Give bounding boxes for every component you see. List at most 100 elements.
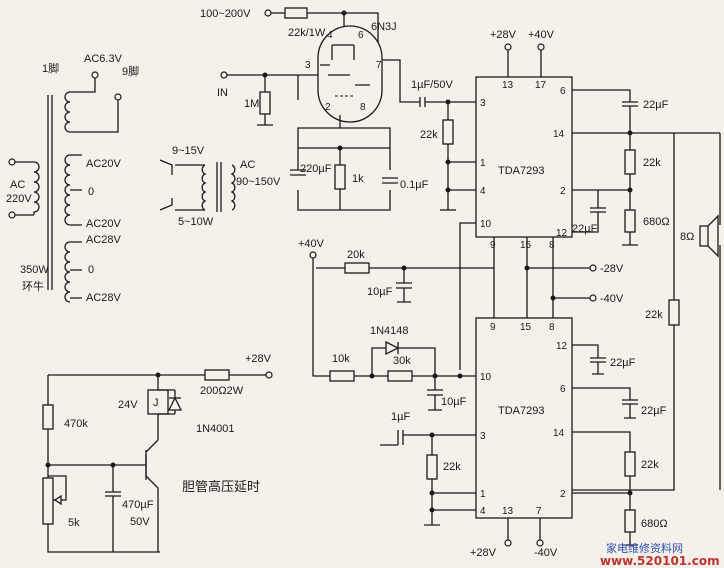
ac20-top-label: AC20V xyxy=(86,158,122,170)
rating-label: 350W xyxy=(20,264,49,276)
mute-r10k-label: 10k xyxy=(332,353,350,365)
svg-text:3: 3 xyxy=(480,431,486,442)
svg-text:13: 13 xyxy=(502,506,514,517)
svg-text:14: 14 xyxy=(553,428,565,439)
tube-stage: 100~200V 22k/1W 6N3J 4 6 3 7 2 8 IN 1M 2… xyxy=(200,7,429,211)
svg-text:8: 8 xyxy=(549,240,555,251)
svg-text:4: 4 xyxy=(480,506,486,517)
small-power-label: 5~10W xyxy=(178,216,214,228)
svg-text:8: 8 xyxy=(360,102,366,113)
mute-r20k-label: 20k xyxy=(347,249,365,261)
delay-r470k-label: 470k xyxy=(64,418,88,430)
amp-top-vplus1: +28V xyxy=(490,29,517,41)
rail-neg28-label: -28V xyxy=(600,263,624,275)
amp-bottom-name: TDA7293 xyxy=(498,405,544,417)
delay-capv-label: 50V xyxy=(130,516,150,528)
mute-diode-label: 1N4148 xyxy=(370,325,409,337)
zero-top-label: 0 xyxy=(88,186,94,198)
watermark: 家电维修资料网 www.520101.com xyxy=(600,541,720,568)
svg-text:10: 10 xyxy=(480,219,492,230)
amp-bottom-rfb-label: 22k xyxy=(641,459,659,471)
svg-text:12: 12 xyxy=(556,228,568,239)
ac28-bot-label: AC28V xyxy=(86,292,122,304)
amp-bottom: TDA7293 9 15 8 12 6 10 3 14 2 1 4 13 xyxy=(380,317,668,559)
delay-caption: 胆管高压延时 xyxy=(182,479,260,494)
svg-text:2: 2 xyxy=(325,102,331,113)
amp-top-vplus2: +40V xyxy=(528,29,555,41)
svg-text:12: 12 xyxy=(556,341,568,352)
delay-rseries-label: 200Ω2W xyxy=(200,385,244,397)
amp-top-c6-label: 22µF xyxy=(643,99,669,111)
small-in-label: 9~15V xyxy=(172,145,205,157)
bridge-resistor-label: 22k xyxy=(645,309,663,321)
amp-top-name: TDA7293 xyxy=(498,165,544,177)
speaker-label: 8Ω xyxy=(680,231,694,243)
amp-bottom-vplus: +28V xyxy=(470,547,497,559)
delay-cap-label: 470µF xyxy=(122,499,154,511)
supply-rails: -28V -40V xyxy=(589,263,624,305)
tube-supply-label: 100~200V xyxy=(200,8,251,20)
svg-text:6: 6 xyxy=(560,384,566,395)
svg-text:6: 6 xyxy=(560,86,566,97)
svg-text:3: 3 xyxy=(305,60,311,71)
svg-text:14: 14 xyxy=(553,129,565,140)
delay-circuit: +28V 200Ω2W J 24V 1N4001 470k 5k 470µF 5… xyxy=(42,353,273,553)
amp-bottom-rgnd-label: 680Ω xyxy=(641,518,668,530)
svg-text:1: 1 xyxy=(480,158,486,169)
amp-top-rin-label: 22k xyxy=(420,129,438,141)
mute-vplus-label: +40V xyxy=(298,238,325,250)
speaker-output: 8Ω 22k xyxy=(572,133,721,491)
amp-bottom-vminus: -40V xyxy=(534,547,558,559)
cathode-cap-label: 220µF xyxy=(300,163,332,175)
mute-c10a-label: 10µF xyxy=(367,286,393,298)
grid-resistor-label: 1M xyxy=(244,98,259,110)
watermark-cn: 家电维修资料网 xyxy=(606,541,683,555)
ac220-label: 220V xyxy=(6,193,32,205)
delay-vplus-label: +28V xyxy=(245,353,272,365)
svg-text:2: 2 xyxy=(560,186,566,197)
watermark-url: www.520101.com xyxy=(600,554,720,568)
amp-top-rfb-label: 22k xyxy=(643,157,661,169)
main-transformer: 1脚 AC6.3V 9脚 AC 220V AC20V 0 AC20V AC28V… xyxy=(6,53,139,304)
svg-text:10: 10 xyxy=(480,372,492,383)
svg-text:9: 9 xyxy=(490,240,496,251)
ac28-top-label: AC28V xyxy=(86,234,122,246)
svg-text:3: 3 xyxy=(480,98,486,109)
toroid-label: 环牛 xyxy=(22,279,44,293)
svg-text:6: 6 xyxy=(358,30,364,41)
amp-bottom-cin-label: 1µF xyxy=(391,411,410,423)
cathode-resistor-label: 1k xyxy=(352,173,364,185)
relay-voltage-label: 24V xyxy=(118,399,138,411)
relay-label: J xyxy=(153,397,159,409)
ac63-label: AC6.3V xyxy=(84,53,123,65)
amp-bottom-rin-label: 22k xyxy=(443,461,461,473)
tube-name-label: 6N3J xyxy=(371,21,397,33)
svg-text:9: 9 xyxy=(490,322,496,333)
ac-in-label: AC xyxy=(10,179,25,191)
input-label: IN xyxy=(217,87,228,99)
delay-diode-label: 1N4001 xyxy=(196,423,235,435)
svg-text:1: 1 xyxy=(480,489,486,500)
pin9-label: 9脚 xyxy=(122,64,139,78)
zero-bot-label: 0 xyxy=(88,264,94,276)
svg-text:7: 7 xyxy=(536,506,542,517)
amp-top: TDA7293 13 17 3 xyxy=(411,29,720,370)
mute-r30k-label: 30k xyxy=(393,355,411,367)
svg-text:7: 7 xyxy=(376,60,382,71)
amp-top-c12-label: 22µF xyxy=(572,223,598,235)
svg-text:13: 13 xyxy=(502,80,514,91)
svg-text:15: 15 xyxy=(520,240,532,251)
delay-pot-label: 5k xyxy=(68,517,80,529)
small-ac-label: AC xyxy=(240,159,255,171)
svg-text:2: 2 xyxy=(560,489,566,500)
amp-top-rgnd-label: 680Ω xyxy=(643,216,670,228)
small-out-label: 90~150V xyxy=(236,176,281,188)
mute-c10b-label: 10µF xyxy=(441,396,467,408)
svg-text:8: 8 xyxy=(549,322,555,333)
rail-neg40-label: -40V xyxy=(600,293,624,305)
svg-text:17: 17 xyxy=(535,80,547,91)
svg-text:15: 15 xyxy=(520,322,532,333)
bypass-cap-label: 0.1µF xyxy=(400,179,429,191)
